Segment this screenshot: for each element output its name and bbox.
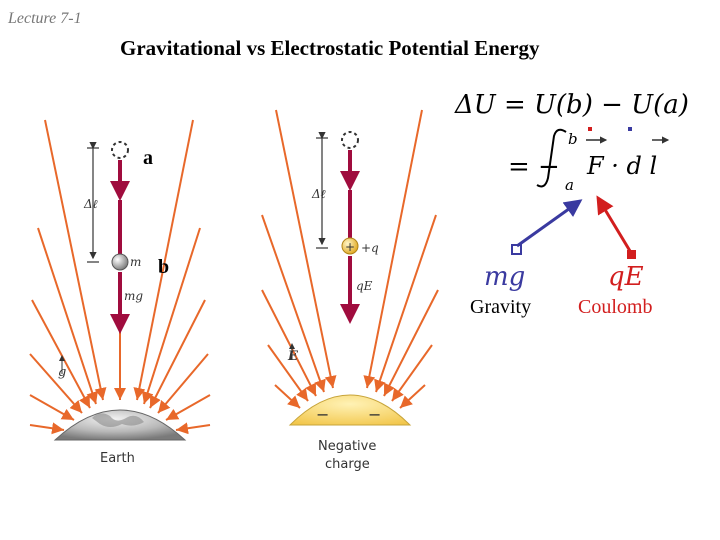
field-line xyxy=(275,109,337,389)
gravity-pointer-arrow xyxy=(516,199,583,248)
field-line xyxy=(133,119,194,401)
field-line xyxy=(44,119,107,401)
field-line xyxy=(175,422,211,435)
field-line xyxy=(363,109,423,389)
field-line xyxy=(141,227,201,405)
negative-charge-label-1: Negative xyxy=(318,439,376,454)
field-line xyxy=(399,384,426,409)
e-field-label: E xyxy=(287,349,299,364)
integral-sign xyxy=(536,128,567,188)
field-line xyxy=(149,299,206,409)
lower-limit: a xyxy=(565,176,574,194)
weight-label: mg xyxy=(124,289,143,303)
left-field-lines xyxy=(29,119,211,435)
point-b-label: b xyxy=(158,256,170,278)
gravity-caption: Gravity xyxy=(470,296,532,318)
negative-charge-label-2: charge xyxy=(325,457,370,472)
qe-force-label: qE xyxy=(356,279,373,293)
minus-sign-left: − xyxy=(316,405,329,424)
coulomb-caption: Coulomb xyxy=(578,296,653,318)
coulomb-pointer-handle xyxy=(627,250,636,259)
mass-label: m xyxy=(130,255,141,269)
upper-limit: b xyxy=(568,130,578,148)
field-line xyxy=(267,344,309,402)
mass-ball xyxy=(111,253,129,271)
field-line xyxy=(165,394,211,421)
charge-label: +q xyxy=(361,241,379,255)
test-charge xyxy=(341,237,359,255)
highlight-mark xyxy=(628,127,632,131)
point-a-label: a xyxy=(143,147,153,169)
field-line xyxy=(374,214,437,393)
field-line xyxy=(29,422,65,435)
field-line xyxy=(157,353,209,414)
equation-line-1: ΔU = U(b) − U(a) xyxy=(454,90,689,120)
g-field-label: g xyxy=(58,365,66,380)
plus-sign: + xyxy=(345,240,355,254)
field-line xyxy=(391,344,433,402)
earth-icon xyxy=(53,409,187,441)
earth-continents xyxy=(92,413,144,427)
lecture-label: Lecture 7-1 xyxy=(8,10,82,27)
earth-label: Earth xyxy=(100,451,135,466)
left-delta-l-label: Δℓ xyxy=(83,197,98,211)
gravity-symbol: mg xyxy=(484,262,525,292)
minus-sign-right: − xyxy=(368,405,381,424)
position-a-marker-right xyxy=(341,131,359,149)
field-line xyxy=(261,214,326,393)
coulomb-pointer-arrow xyxy=(596,195,632,252)
field-line xyxy=(31,299,91,409)
integrand: F · d l xyxy=(586,152,657,180)
position-a-marker xyxy=(111,141,129,159)
right-delta-l-label: Δℓ xyxy=(311,187,326,201)
coulomb-symbol: qE xyxy=(608,262,644,292)
field-line xyxy=(383,289,439,397)
page-title: Gravitational vs Electrostatic Potential… xyxy=(120,36,540,60)
negative-charge-body xyxy=(288,394,412,426)
field-line xyxy=(261,289,317,397)
field-line xyxy=(29,353,83,414)
gravity-pointer-handle xyxy=(511,244,522,255)
field-line xyxy=(274,384,301,409)
field-line xyxy=(29,394,75,421)
highlight-mark xyxy=(588,127,592,131)
field-line xyxy=(37,227,98,405)
